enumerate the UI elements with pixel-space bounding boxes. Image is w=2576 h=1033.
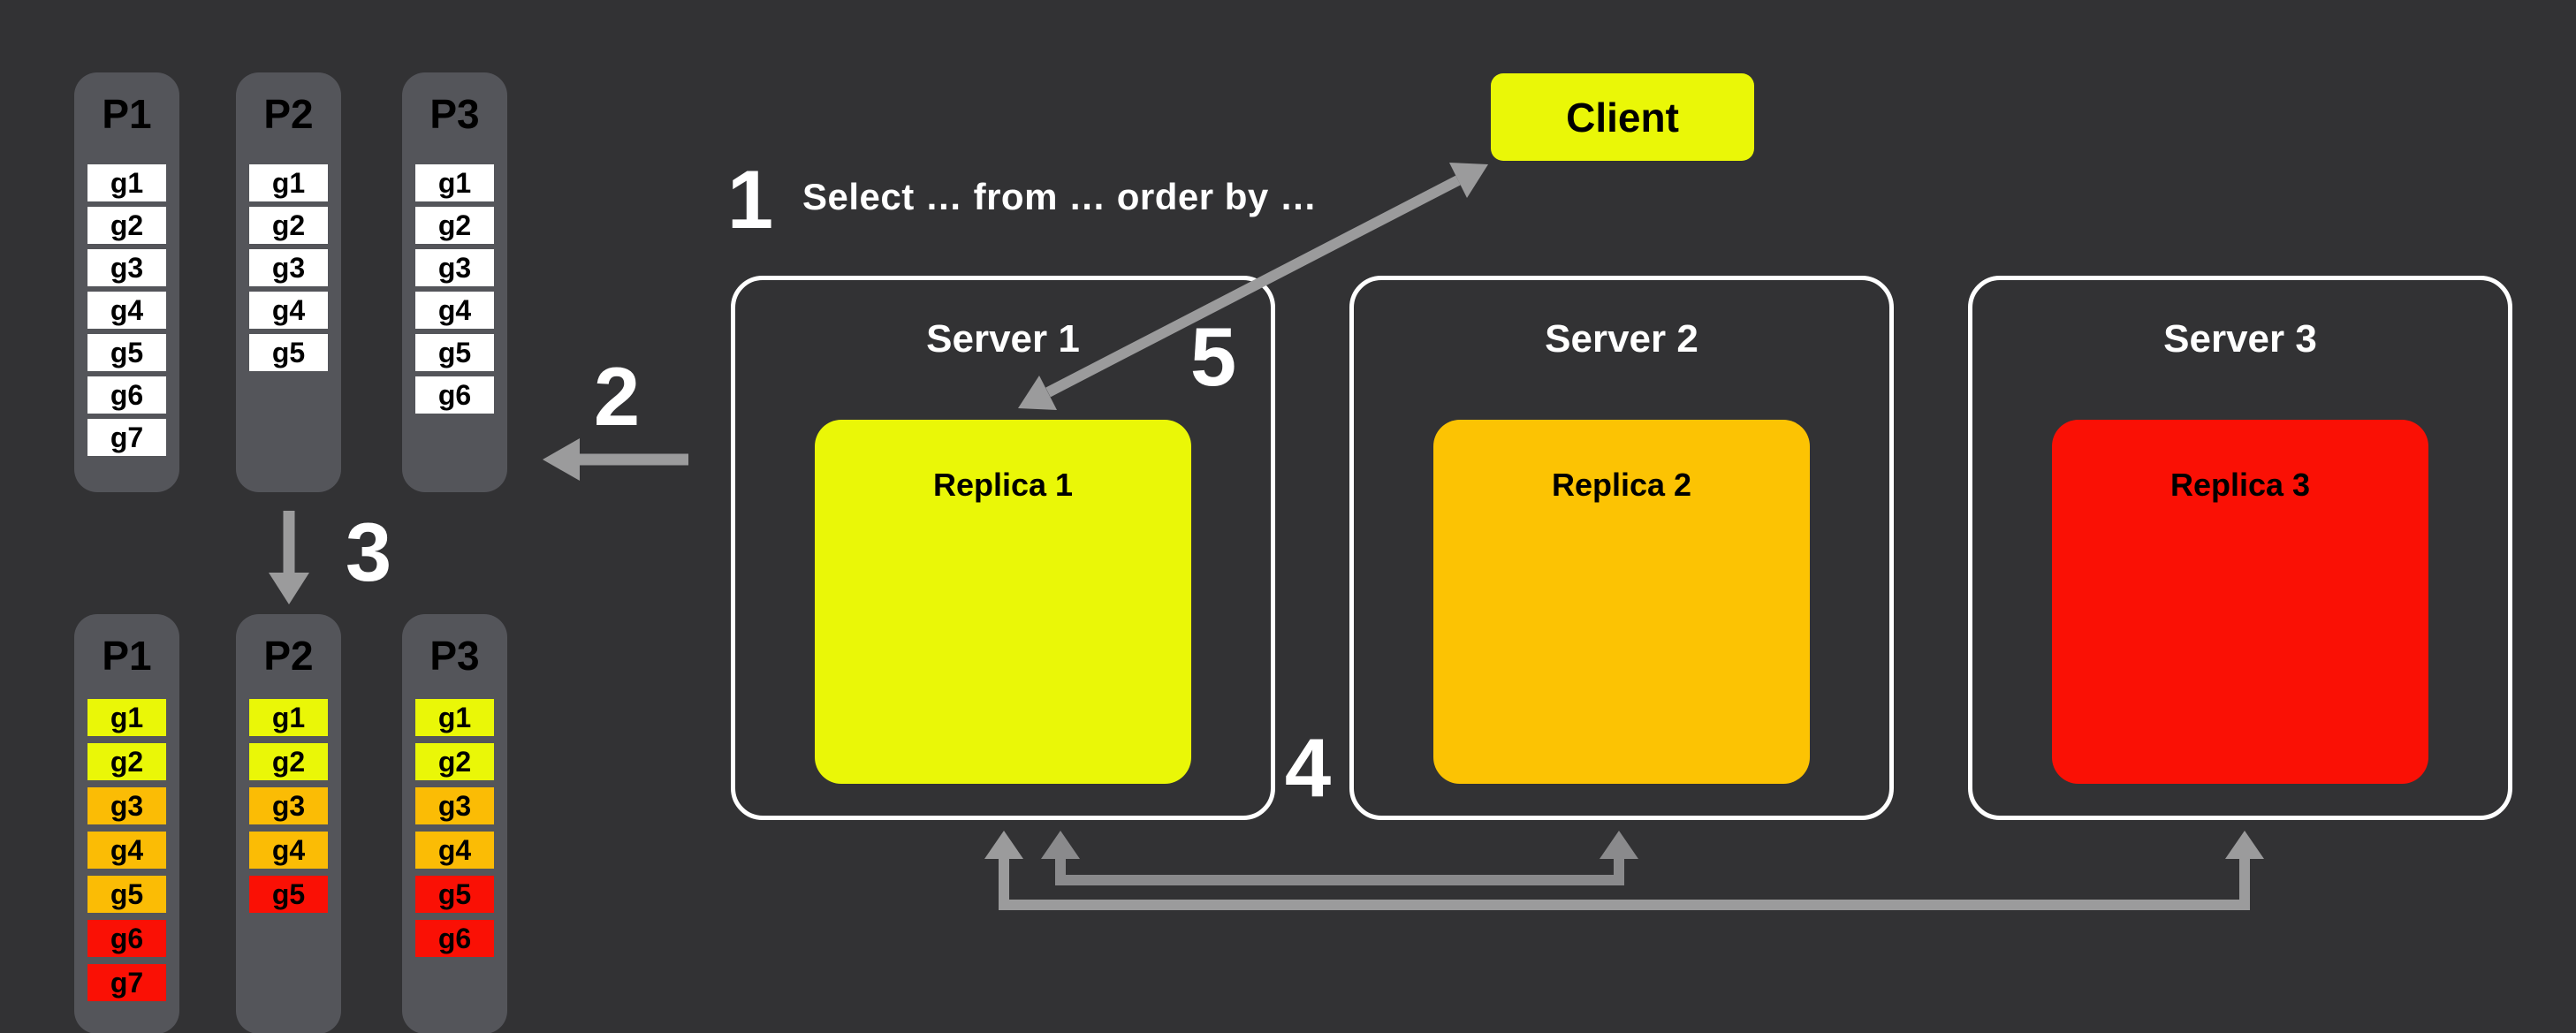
partition-cell-list: g1 g2 g3 g4 g5 g6 bbox=[415, 699, 494, 957]
gene-cell: g1 bbox=[87, 164, 166, 201]
gene-cell: g1 bbox=[249, 699, 328, 736]
gene-cell: g2 bbox=[249, 743, 328, 780]
gene-cell: g4 bbox=[415, 292, 494, 329]
replica-3-box: Replica 3 bbox=[2052, 420, 2428, 784]
replica-label: Replica 1 bbox=[932, 467, 1074, 503]
gene-cell: g3 bbox=[87, 787, 166, 824]
step-number-4: 4 bbox=[1284, 721, 1332, 814]
gene-cell: g3 bbox=[415, 249, 494, 286]
partition-cell-list: g1 g2 g3 g4 g5 g6 g7 bbox=[87, 699, 166, 1001]
gene-cell: g5 bbox=[415, 876, 494, 913]
gene-cell: g6 bbox=[87, 920, 166, 957]
gene-cell: g6 bbox=[415, 920, 494, 957]
replica-2-box: Replica 2 bbox=[1433, 420, 1810, 784]
gene-cell: g6 bbox=[87, 376, 166, 414]
gene-cell: g3 bbox=[415, 787, 494, 824]
gene-cell: g4 bbox=[87, 832, 166, 869]
gene-cell: g3 bbox=[87, 249, 166, 286]
gene-cell: g1 bbox=[249, 164, 328, 201]
scatter-gather-arrow-outer bbox=[984, 831, 2264, 910]
server-2-box: Server 2 Replica 2 bbox=[1349, 276, 1894, 820]
partition-label: P3 bbox=[429, 91, 480, 137]
gene-cell: g6 bbox=[415, 376, 494, 414]
gene-cell: g7 bbox=[87, 964, 166, 1001]
partition-before-p1: P1 g1 g2 g3 g4 g5 g6 g7 bbox=[74, 72, 179, 492]
gene-cell: g1 bbox=[415, 699, 494, 736]
gene-cell: g4 bbox=[249, 832, 328, 869]
step-number-3: 3 bbox=[345, 505, 392, 598]
gene-cell: g5 bbox=[249, 876, 328, 913]
server-label: Server 3 bbox=[2163, 317, 2317, 361]
gene-cell: g2 bbox=[87, 743, 166, 780]
partition-before-p3: P3 g1 g2 g3 g4 g5 g6 bbox=[402, 72, 507, 492]
step3-arrow-down bbox=[269, 511, 309, 604]
gene-cell: g3 bbox=[249, 249, 328, 286]
gene-cell: g5 bbox=[415, 334, 494, 371]
gene-cell: g2 bbox=[415, 207, 494, 244]
gene-cell: g2 bbox=[415, 743, 494, 780]
scatter-gather-arrow-inner bbox=[1041, 831, 1638, 885]
gene-cell: g4 bbox=[87, 292, 166, 329]
partition-label: P1 bbox=[102, 633, 152, 679]
query-text: Select … from … order by … bbox=[802, 176, 1318, 217]
gene-cell: g1 bbox=[415, 164, 494, 201]
step-number-1: 1 bbox=[726, 153, 774, 246]
step2-arrow-left bbox=[543, 438, 688, 481]
gene-cell: g5 bbox=[87, 334, 166, 371]
partition-cell-list: g1 g2 g3 g4 g5 bbox=[249, 164, 328, 371]
gene-cell: g4 bbox=[415, 832, 494, 869]
server-1-box: Server 1 Replica 1 bbox=[731, 276, 1275, 820]
partition-after-p3: P3 g1 g2 g3 g4 g5 g6 bbox=[402, 614, 507, 1033]
partition-cell-list: g1 g2 g3 g4 g5 bbox=[249, 699, 328, 913]
partition-label: P1 bbox=[102, 91, 152, 137]
partition-label: P3 bbox=[429, 633, 480, 679]
replica-label: Replica 2 bbox=[1551, 467, 1692, 503]
partition-label: P2 bbox=[263, 91, 314, 137]
server-label: Server 2 bbox=[1545, 317, 1698, 361]
server-3-box: Server 3 Replica 3 bbox=[1968, 276, 2512, 820]
partition-before-p2: P2 g1 g2 g3 g4 g5 bbox=[236, 72, 341, 492]
gene-cell: g4 bbox=[249, 292, 328, 329]
replica-label: Replica 3 bbox=[2169, 467, 2311, 503]
gene-cell: g3 bbox=[249, 787, 328, 824]
partition-cell-list: g1 g2 g3 g4 g5 g6 bbox=[415, 164, 494, 414]
replica-1-box: Replica 1 bbox=[815, 420, 1191, 784]
client-box: Client bbox=[1491, 73, 1754, 161]
gene-cell: g5 bbox=[87, 876, 166, 913]
gene-cell: g7 bbox=[87, 419, 166, 456]
partition-cell-list: g1 g2 g3 g4 g5 g6 g7 bbox=[87, 164, 166, 456]
gene-cell: g2 bbox=[249, 207, 328, 244]
gene-cell: g2 bbox=[87, 207, 166, 244]
partition-label: P2 bbox=[263, 633, 314, 679]
partition-after-p2: P2 g1 g2 g3 g4 g5 bbox=[236, 614, 341, 1033]
step-number-5: 5 bbox=[1189, 310, 1237, 403]
partition-after-p1: P1 g1 g2 g3 g4 g5 g6 g7 bbox=[74, 614, 179, 1033]
gene-cell: g5 bbox=[249, 334, 328, 371]
gene-cell: g1 bbox=[87, 699, 166, 736]
step-number-2: 2 bbox=[593, 350, 641, 443]
